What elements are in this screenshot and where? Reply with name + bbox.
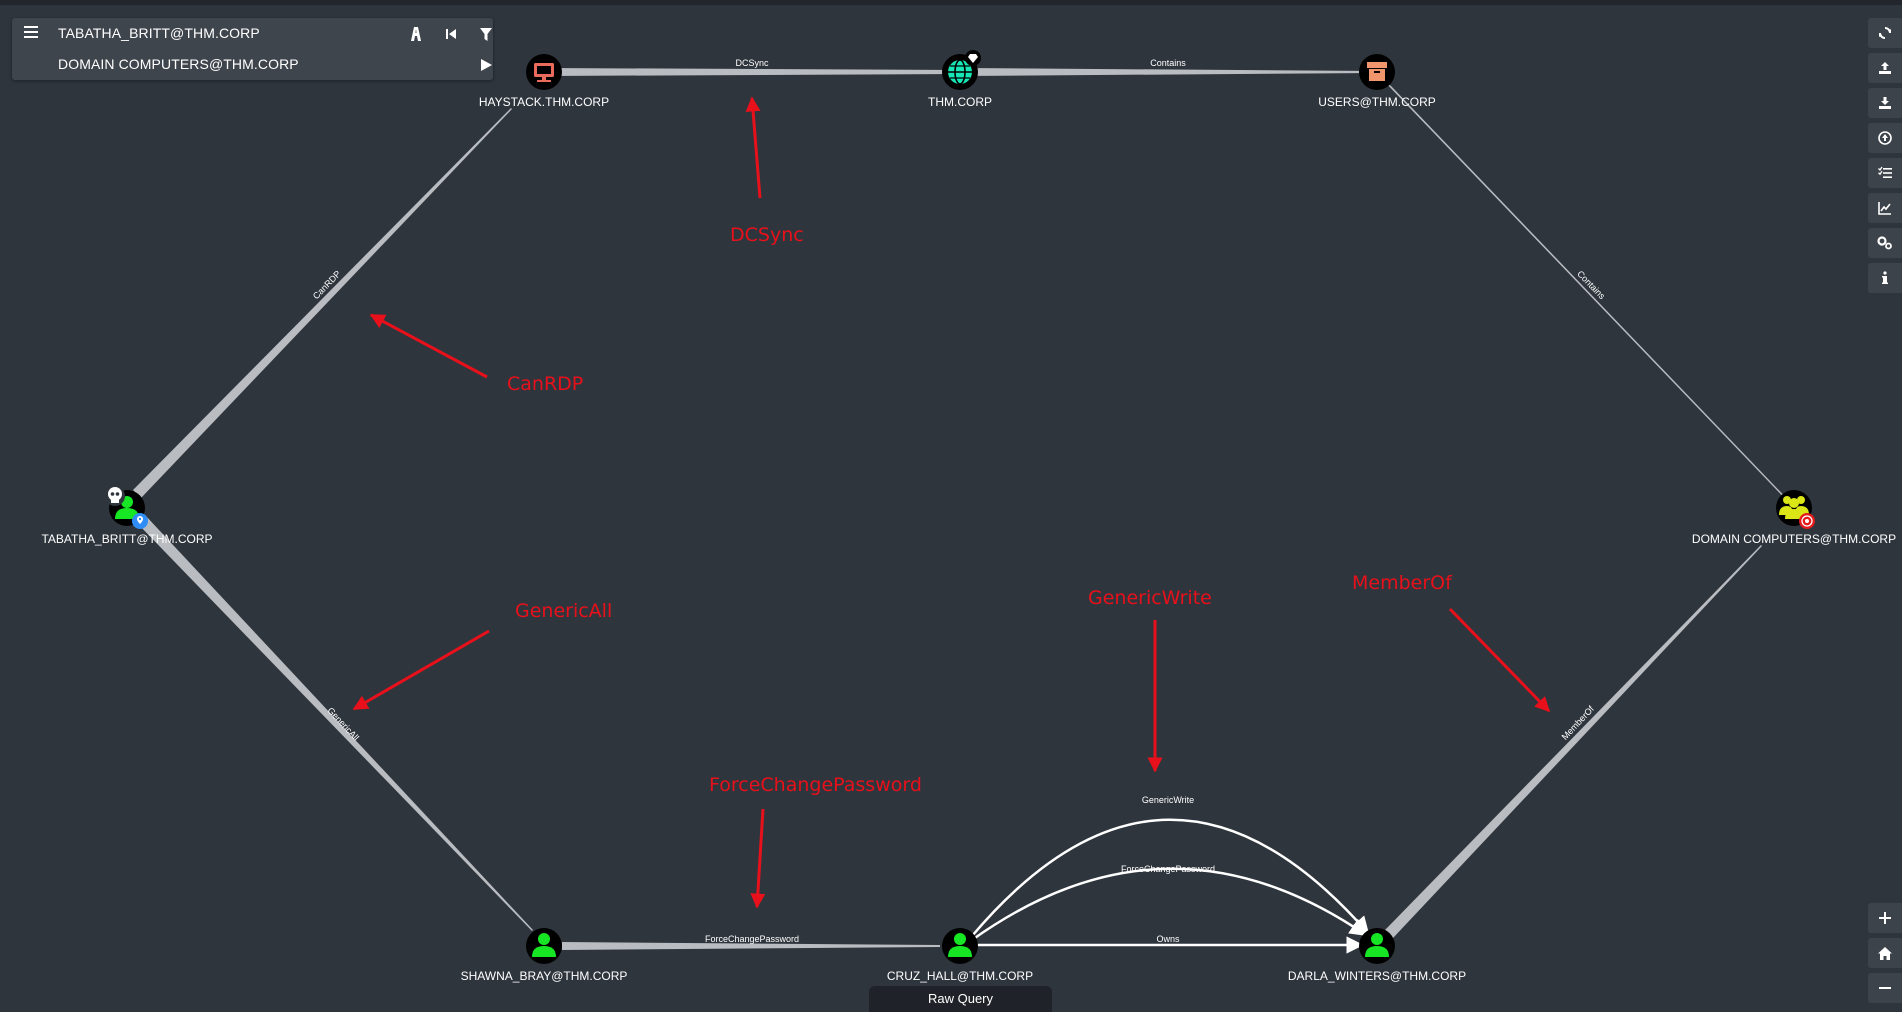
- nodes: HAYSTACK.THM.CORP THM.CORP: [41, 50, 1896, 983]
- annotation-label-genericall: GenericAll: [515, 600, 612, 622]
- edge-label-dcsync: DCSync: [735, 58, 769, 68]
- download-icon[interactable]: [1868, 88, 1902, 118]
- target-icon: [1799, 513, 1815, 529]
- settings-icon[interactable]: [1868, 228, 1902, 258]
- node-haystack[interactable]: HAYSTACK.THM.CORP: [479, 54, 609, 109]
- start-node-input[interactable]: TABATHA_BRITT@THM.CORP: [58, 25, 260, 41]
- node-label-thmcorp: THM.CORP: [928, 95, 992, 109]
- edge-contains-users-dc[interactable]: Contains: [1383, 80, 1795, 508]
- computer-icon: [534, 63, 554, 82]
- edge-dcsync[interactable]: DCSync: [545, 58, 960, 76]
- annotation-genericall: GenericAll: [352, 600, 612, 711]
- zoom-in-icon[interactable]: [1868, 903, 1902, 933]
- annotation-label-genericwrite: GenericWrite: [1088, 587, 1212, 609]
- edge-label-forcechange-2: ForceChangePassword: [1121, 864, 1215, 874]
- ou-box-icon: [1367, 62, 1387, 81]
- annotation-label-memberof: MemberOf: [1352, 572, 1453, 594]
- annotation-label-canrdp: CanRDP: [507, 373, 583, 395]
- stats-icon[interactable]: [1868, 193, 1902, 223]
- refresh-icon[interactable]: [1868, 18, 1902, 48]
- node-darla[interactable]: DARLA_WINTERS@THM.CORP: [1288, 928, 1466, 983]
- node-label-haystack: HAYSTACK.THM.CORP: [479, 95, 609, 109]
- annotation-label-dcsync: DCSync: [730, 224, 804, 246]
- edge-label-owns: Owns: [1156, 934, 1180, 944]
- edge-owns[interactable]: Owns: [974, 934, 1364, 954]
- start-pin-icon: [132, 513, 148, 529]
- edge-memberof[interactable]: MemberOf: [1385, 545, 1762, 938]
- play-icon[interactable]: [476, 55, 496, 75]
- info-icon[interactable]: [1868, 263, 1902, 293]
- user-icon: [532, 933, 556, 957]
- annotation-forcechange: ForceChangePassword: [709, 774, 922, 909]
- edge-forcechange-shawna-cruz[interactable]: ForceChangePassword: [562, 934, 940, 950]
- edge-label-genericall: GenericAll: [325, 705, 361, 742]
- node-label-tabatha: TABATHA_BRITT@THM.CORP: [41, 532, 212, 546]
- node-cruz[interactable]: CRUZ_HALL@THM.CORP: [887, 928, 1033, 983]
- filter-icon[interactable]: [476, 24, 496, 44]
- target-node-row: DOMAIN COMPUTERS@THM.CORP: [12, 49, 493, 80]
- node-users[interactable]: USERS@THM.CORP: [1318, 54, 1436, 109]
- pathfinding-icon[interactable]: [406, 24, 426, 44]
- back-icon[interactable]: [441, 24, 461, 44]
- home-icon[interactable]: [1868, 938, 1902, 968]
- raw-query-button[interactable]: Raw Query: [869, 986, 1052, 1012]
- node-domaincomputers[interactable]: DOMAIN COMPUTERS@THM.CORP: [1692, 490, 1896, 546]
- queries-icon[interactable]: [1868, 158, 1902, 188]
- globe-icon: [948, 59, 972, 85]
- edge-canrdp[interactable]: CanRDP: [133, 108, 512, 498]
- menu-icon[interactable]: [22, 24, 40, 42]
- edge-genericwrite[interactable]: GenericWrite: [971, 795, 1370, 937]
- group-icon: [1779, 496, 1809, 519]
- edge-label-forcechange-1: ForceChangePassword: [705, 934, 799, 944]
- target-node-input[interactable]: DOMAIN COMPUTERS@THM.CORP: [58, 56, 299, 72]
- annotation-genericwrite: GenericWrite: [1088, 587, 1212, 773]
- upload-icon[interactable]: [1868, 53, 1902, 83]
- annotations: DCSync CanRDP GenericAll ForceChangePass…: [352, 96, 1551, 909]
- node-tabatha[interactable]: TABATHA_BRITT@THM.CORP: [41, 486, 213, 546]
- zoom-out-icon[interactable]: [1868, 973, 1902, 1003]
- top-strip: [0, 0, 1902, 5]
- user-icon: [948, 933, 972, 957]
- node-label-users: USERS@THM.CORP: [1318, 95, 1436, 109]
- node-label-darla: DARLA_WINTERS@THM.CORP: [1288, 969, 1466, 983]
- import-icon[interactable]: [1868, 123, 1902, 153]
- annotation-canrdp: CanRDP: [369, 313, 583, 395]
- node-label-cruz: CRUZ_HALL@THM.CORP: [887, 969, 1033, 983]
- node-thmcorp[interactable]: THM.CORP: [928, 50, 992, 109]
- edge-label-genericwrite: GenericWrite: [1142, 795, 1194, 805]
- edge-genericall[interactable]: GenericAll: [137, 515, 533, 931]
- node-label-domaincomputers: DOMAIN COMPUTERS@THM.CORP: [1692, 532, 1896, 546]
- annotation-memberof: MemberOf: [1352, 572, 1551, 713]
- node-shawna[interactable]: SHAWNA_BRAY@THM.CORP: [461, 928, 628, 983]
- edge-label-contains-1: Contains: [1150, 58, 1186, 68]
- node-label-shawna: SHAWNA_BRAY@THM.CORP: [461, 969, 628, 983]
- edges: DCSync Contains Contains CanRDP GenericA…: [133, 58, 1795, 954]
- user-icon: [1365, 933, 1389, 957]
- pathfinding-panel: TABATHA_BRITT@THM.CORP DOMAIN COMPUTERS@…: [12, 18, 493, 80]
- high-value-icon: [965, 50, 981, 66]
- annotation-dcsync: DCSync: [730, 96, 804, 246]
- edge-contains-thm-users[interactable]: Contains: [962, 58, 1377, 76]
- annotation-label-forcechange: ForceChangePassword: [709, 774, 922, 796]
- start-node-row: TABATHA_BRITT@THM.CORP: [12, 18, 493, 49]
- edge-forcechange-cruz-darla[interactable]: ForceChangePassword: [971, 864, 1368, 942]
- skull-owned-icon: [105, 486, 125, 506]
